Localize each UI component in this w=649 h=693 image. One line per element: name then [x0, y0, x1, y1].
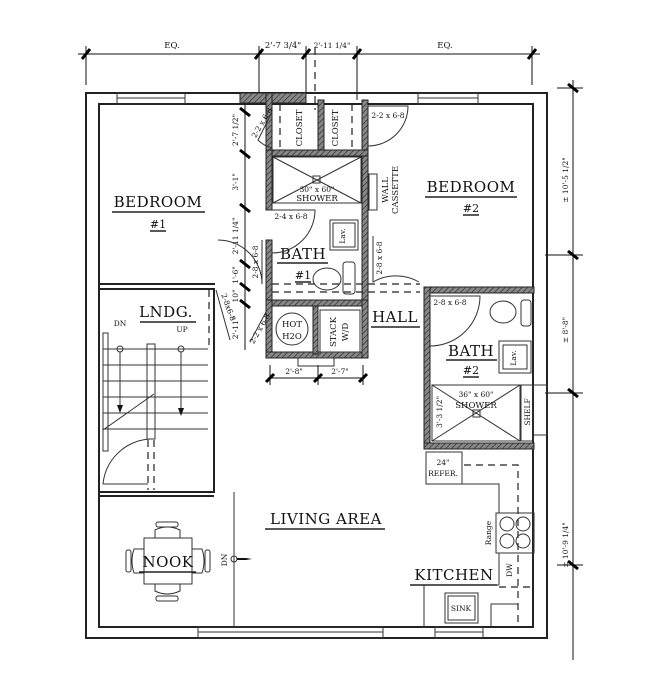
closet-1-label: CLOSET	[295, 109, 305, 146]
bath-2-door: 2-8 x 6-8	[433, 298, 466, 307]
hot-water-label-1: HOT	[282, 320, 302, 330]
dim-left-6: 2'-11"	[231, 317, 240, 339]
bedroom-2-number: #2	[463, 202, 479, 215]
nook-dn-label: DN	[220, 553, 229, 566]
landing-dn-label: DN	[114, 319, 127, 328]
dim-left-4: 1'-6"	[231, 266, 240, 284]
room-living-area: LIVING AREA	[265, 510, 385, 530]
dim-top-2: 2'-7 3/4"	[265, 41, 301, 51]
room-bedroom-1: BEDROOM #1	[99, 193, 215, 290]
room-nook: NOOK DN	[99, 492, 252, 627]
bath-1-label: BATH	[280, 245, 326, 263]
wall-cassette-label-2: CASSETTE	[391, 166, 401, 214]
dining-table	[125, 521, 211, 602]
refrigerator-size: 24"	[437, 458, 450, 467]
dim-utility-2: 2'-7"	[331, 367, 349, 376]
bath-1-door: 2-4 x 6-8	[274, 212, 307, 221]
shower-2-size: 36" x 60"	[459, 390, 494, 399]
room-kitchen: 24" REFER. Range DW SINK KITCHEN	[410, 450, 535, 627]
dim-utility-1: 2'-8"	[285, 367, 303, 376]
closet-2-label: CLOSET	[331, 109, 341, 146]
hall-label: HALL	[372, 308, 418, 326]
hot-water-label-2: H2O	[282, 332, 302, 342]
bath-1-number: #1	[295, 269, 311, 282]
bedroom-2-door: 2-8 x 6-8	[375, 241, 384, 274]
right-dimensions: ± 10'-5 1/2" ± 8'-8" ± 10'-9 1/4"	[545, 80, 583, 660]
refrigerator-label: REFER.	[428, 469, 458, 478]
shower-1-size: 30" x 60"	[300, 185, 335, 194]
bath-1-core: CLOSET CLOSET 30" x 60" SHOWER WALL CASS…	[264, 92, 401, 385]
room-hall: HALL	[371, 308, 420, 328]
room-landing: DN LNDG. UP	[98, 288, 215, 493]
shower-2-label: SHOWER	[455, 401, 497, 411]
sink-label: SINK	[451, 604, 472, 613]
closet-2-door: 2-2 x 6-8	[371, 111, 404, 120]
shelf-label: SHELF	[523, 398, 532, 425]
living-area-label: LIVING AREA	[270, 510, 382, 528]
bath-2-label: BATH	[448, 342, 494, 360]
room-bath-2: 2-8 x 6-8 Lav. BATH #2 36" x 60" SHOWER …	[423, 286, 535, 450]
top-dimensions: EQ. 2'-7 3/4" 2'-11 1/4" EQ.	[78, 41, 540, 110]
dim-left-5: 10"	[231, 290, 240, 303]
dim-left-1: 2'-7 1/2"	[231, 114, 240, 146]
bedroom-2-label: BEDROOM	[427, 178, 516, 196]
range-label: Range	[484, 520, 493, 545]
landing-up-label: UP	[176, 325, 187, 334]
kitchen-label: KITCHEN	[414, 566, 493, 584]
dim-bath-2-side: 3'-3 1/2"	[435, 396, 444, 428]
dim-left-3: 2'-11 1/4"	[231, 218, 240, 255]
dim-right-1: ± 10'-5 1/2"	[561, 157, 570, 202]
lav-2-label: Lav.	[509, 350, 518, 365]
dishwasher-label: DW	[505, 563, 514, 577]
wall-cassette-label-1: WALL	[381, 177, 391, 203]
dim-top-eq-left: EQ.	[164, 41, 179, 51]
left-column-dimensions: 2'-7 1/2" 3'-1" 2'-11 1/4" 1'-6" 10" 2'-…	[231, 105, 251, 350]
lav-1-label: Lav.	[338, 228, 347, 243]
dim-left-2: 3'-1"	[231, 173, 240, 191]
bedroom-1-door: 2-8 x 6-8	[251, 245, 260, 278]
dim-right-3: ± 10'-9 1/4"	[561, 522, 570, 567]
bedroom-1-number: #1	[150, 218, 166, 231]
dim-top-eq-right: EQ.	[437, 41, 452, 51]
shower-1-label: SHOWER	[296, 194, 338, 204]
washer-dryer-label: W/D	[341, 323, 351, 342]
dim-top-3: 2'-11 1/4"	[314, 41, 351, 50]
bedroom-1-label: BEDROOM	[114, 193, 203, 211]
landing-label: LNDG.	[139, 303, 193, 321]
stack-label: STACK	[329, 316, 339, 347]
dim-right-2: ± 8'-8"	[561, 317, 570, 343]
bath-2-number: #2	[463, 364, 479, 377]
room-bedroom-2: BEDROOM #2	[425, 178, 517, 216]
exterior-walls	[85, 92, 548, 639]
nook-label: NOOK	[143, 553, 194, 571]
